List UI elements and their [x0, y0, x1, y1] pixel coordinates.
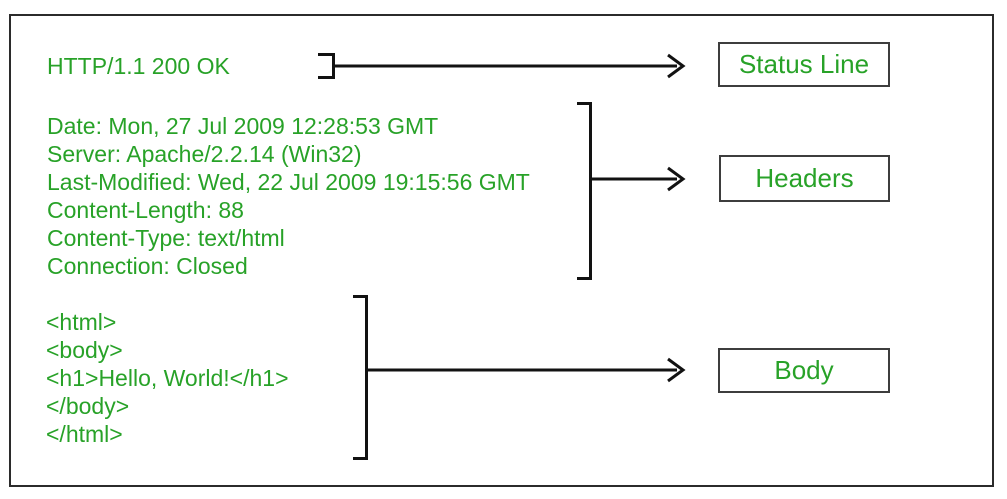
- body-box-label: Body: [774, 355, 834, 385]
- body-line: </html>: [46, 421, 123, 447]
- body-line: <html>: [46, 309, 117, 335]
- header-line: Connection: Closed: [47, 253, 248, 279]
- header-line: Content-Length: 88: [47, 197, 244, 223]
- header-line: Date: Mon, 27 Jul 2009 12:28:53 GMT: [47, 113, 439, 139]
- header-line: Content-Type: text/html: [47, 225, 285, 251]
- status-line-box-label: Status Line: [738, 49, 870, 79]
- header-line: Last-Modified: Wed, 22 Jul 2009 19:15:56…: [47, 169, 530, 195]
- body-line: </body>: [46, 393, 130, 419]
- body-line: <h1>Hello, World!</h1>: [46, 365, 289, 391]
- header-line: Server: Apache/2.2.14 (Win32): [47, 141, 362, 167]
- headers-box-label: Headers: [755, 163, 854, 193]
- body-box: Body: [718, 348, 890, 393]
- status-line-text: HTTP/1.1 200 OK: [47, 53, 230, 79]
- body-text-block: <html> <body> <h1>Hello, World!</h1> </b…: [46, 308, 289, 448]
- headers-box: Headers: [719, 155, 890, 202]
- diagram-frame: [9, 14, 994, 487]
- status-line-box: Status Line: [718, 42, 890, 87]
- headers-text-block: Date: Mon, 27 Jul 2009 12:28:53 GMT Serv…: [47, 112, 530, 280]
- body-line: <body>: [46, 337, 123, 363]
